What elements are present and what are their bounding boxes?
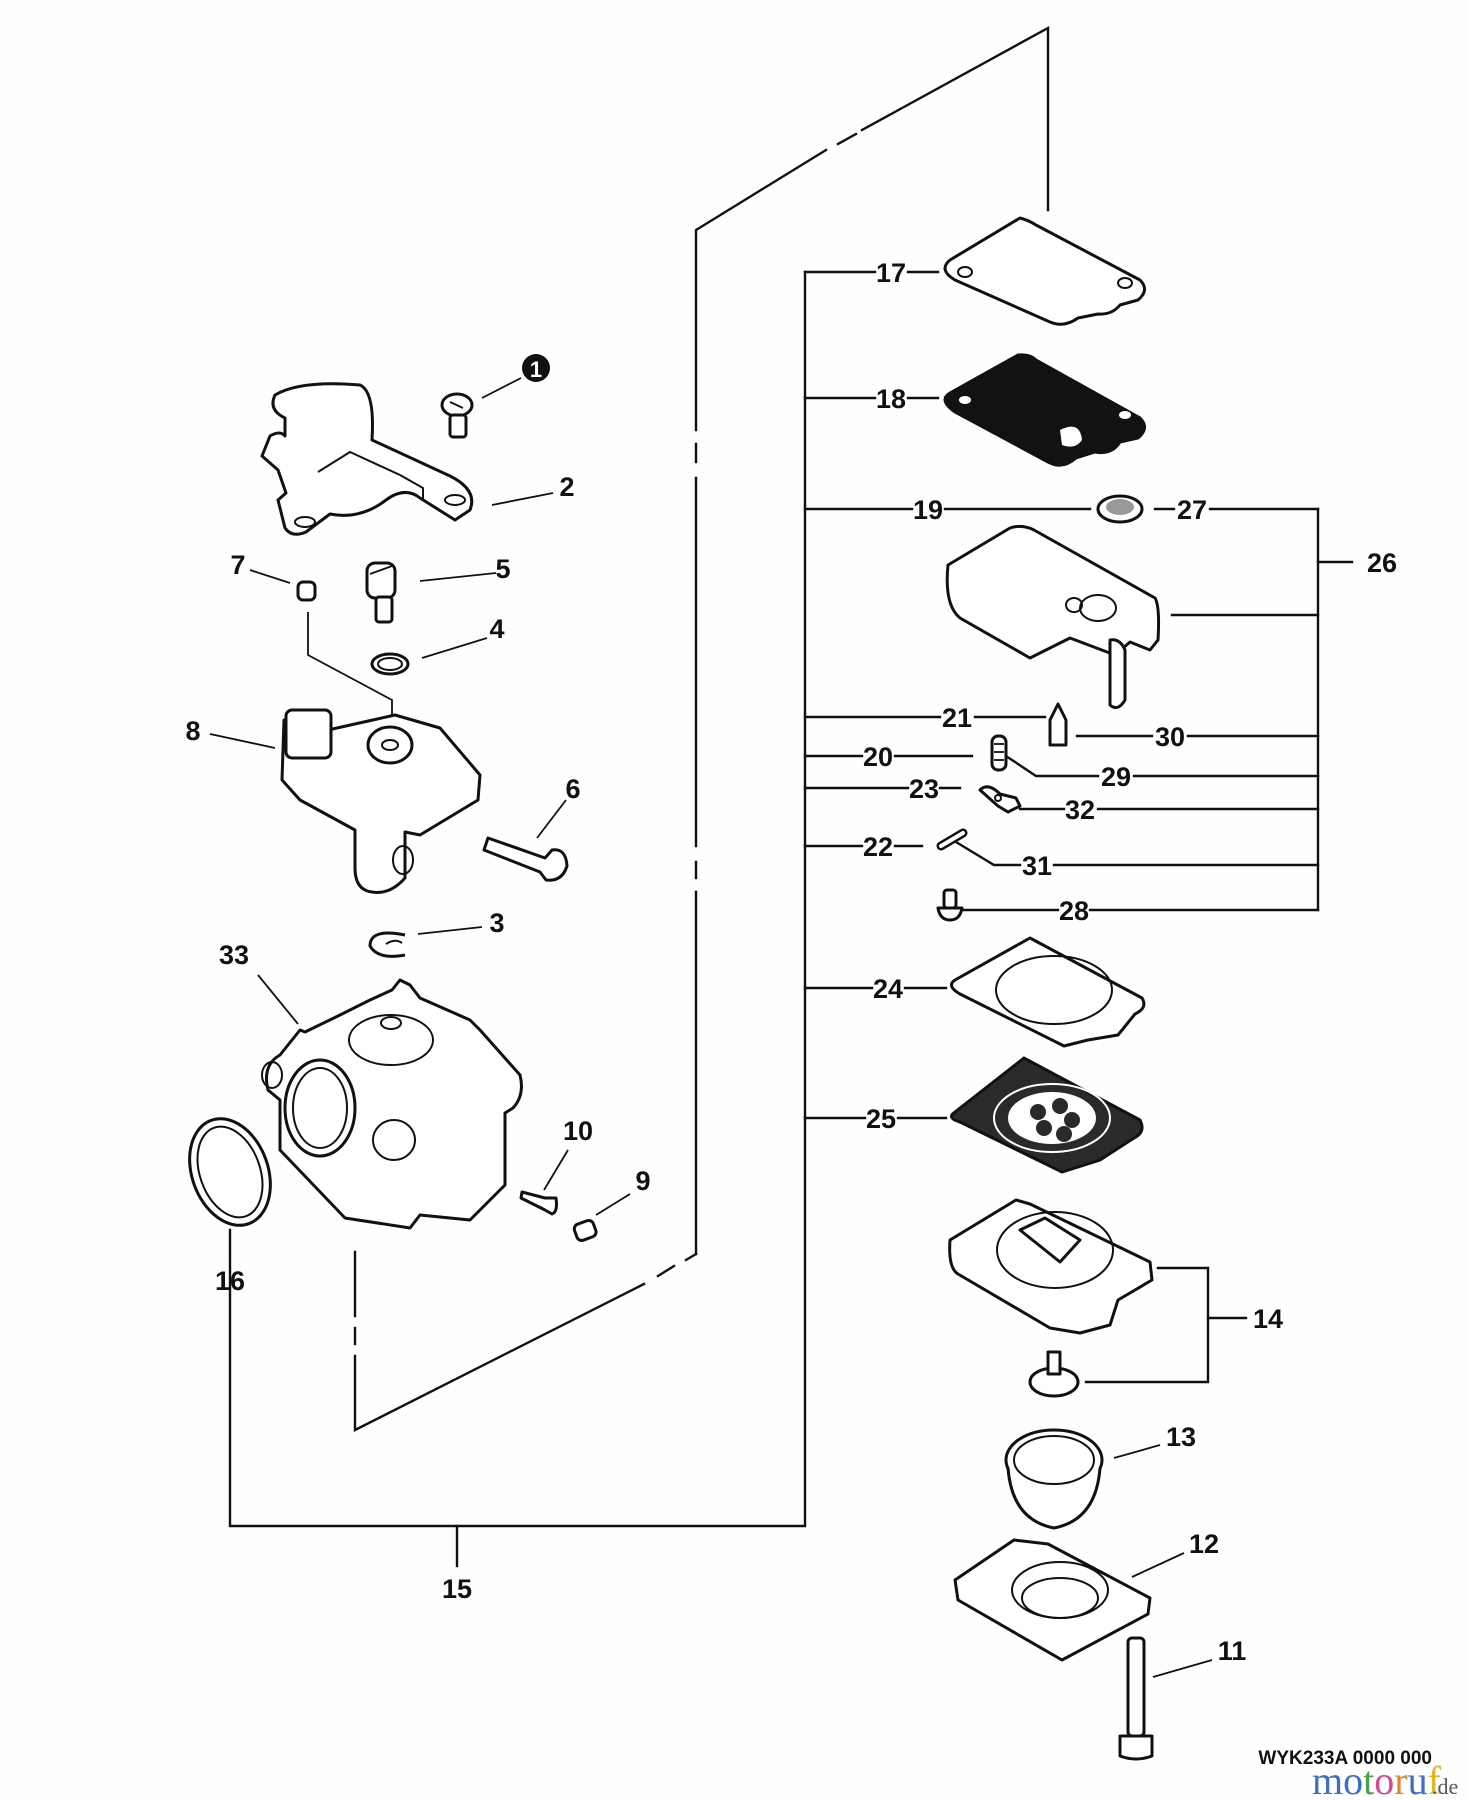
- part-18-pump-diaphragm: [943, 353, 1146, 467]
- watermark-letter: o: [1343, 1758, 1363, 1800]
- part-23-lever: [978, 785, 1022, 814]
- callout-31-label: 31: [1022, 851, 1052, 881]
- part-25-metering-diaphragm: [950, 1056, 1144, 1174]
- watermark-letter: u: [1408, 1758, 1428, 1800]
- callout-9-label: 9: [635, 1166, 650, 1196]
- part-3-e-clip: [368, 931, 406, 958]
- callout-30-label: 30: [1155, 722, 1185, 752]
- part-12-primer-cover: [953, 1538, 1152, 1662]
- callout-16-label: 16: [215, 1266, 245, 1296]
- callout-labels: 1 2 3 4 5 6 7 8 9 10 11 12 13 14 15 16 1…: [185, 258, 1397, 1666]
- callout-7-label: 7: [230, 550, 245, 580]
- callout-22-label: 22: [863, 832, 893, 862]
- callout-26-label: 26: [1367, 548, 1397, 578]
- part-8-throttle-assembly: [280, 708, 482, 894]
- part-11-screw: [1118, 1636, 1154, 1761]
- callout-18-label: 18: [876, 384, 906, 414]
- part-17-gasket: [943, 216, 1146, 326]
- callout-3-label: 3: [489, 908, 504, 938]
- watermark-logo: motoruf .de: [1312, 1758, 1458, 1800]
- callout-11-label: 11: [1218, 1636, 1247, 1666]
- part-16-seal-ring: [188, 1117, 272, 1227]
- part-5-adjuster: [365, 561, 397, 624]
- callout-33-label: 33: [219, 940, 249, 970]
- watermark-letter: f: [1428, 1758, 1442, 1800]
- part-2-bracket: [260, 382, 474, 536]
- part-10-idle-screw: [519, 1190, 558, 1216]
- callout-19-label: 19: [913, 495, 943, 525]
- part-1-screw: [440, 392, 474, 439]
- bracket-26: [954, 507, 1354, 912]
- callout-1-label: 1: [530, 357, 542, 382]
- callout-8-label: 8: [185, 716, 200, 746]
- part-33-carburetor-body: [261, 978, 523, 1230]
- part-14-metering-body: [948, 1198, 1154, 1398]
- callout-20-label: 20: [863, 742, 893, 772]
- watermark-letter: r: [1394, 1758, 1407, 1800]
- callout-23-label: 23: [909, 774, 939, 804]
- callout-15-label: 15: [442, 1574, 472, 1604]
- part-27-screen: [1096, 494, 1144, 524]
- part-28-screw: [936, 888, 964, 922]
- callout-6-label: 6: [565, 774, 580, 804]
- part-6-screw: [482, 836, 569, 882]
- callout-13-label: 13: [1166, 1422, 1196, 1452]
- watermark-suffix: .de: [1432, 1774, 1458, 1799]
- callout-32-label: 32: [1065, 795, 1095, 825]
- callout-25-label: 25: [866, 1104, 896, 1134]
- callout-28-label: 28: [1059, 896, 1089, 926]
- watermark-text: motoruf: [1312, 1758, 1442, 1800]
- watermark-letter: o: [1374, 1758, 1394, 1800]
- drawing-code: WYK233A 0000 000: [1258, 1748, 1432, 1769]
- callout-24-label: 24: [873, 974, 903, 1004]
- part-20-spring: [990, 734, 1008, 772]
- callout-29-label: 29: [1101, 762, 1131, 792]
- callout-10-label: 10: [563, 1116, 593, 1146]
- part-24-gasket: [950, 936, 1146, 1048]
- bracket-15: [228, 270, 807, 1568]
- leader-lines: [209, 377, 1213, 1678]
- bracket-kit-lines: [803, 270, 1092, 1120]
- callout-27-label: 27: [1177, 495, 1207, 525]
- part-26-pump-cover: [945, 524, 1161, 710]
- watermark-letter: m: [1312, 1758, 1343, 1800]
- callout-2-label: 2: [559, 472, 574, 502]
- callout-17-label: 17: [876, 258, 906, 288]
- watermark-letter: t: [1363, 1758, 1374, 1800]
- part-22-pin: [936, 828, 968, 851]
- callout-14-label: 14: [1253, 1304, 1283, 1334]
- part-4-o-ring: [370, 652, 410, 676]
- callout-4-label: 4: [489, 614, 504, 644]
- part-21-needle: [1048, 702, 1068, 747]
- callout-1: 1: [522, 354, 550, 382]
- part-7-cap: [296, 580, 393, 720]
- assembly-envelope-lines: [353, 25, 1050, 1432]
- callout-21-label: 21: [942, 703, 972, 733]
- callout-5-label: 5: [495, 554, 510, 584]
- callout-12-label: 12: [1189, 1529, 1219, 1559]
- part-9-plug: [572, 1218, 598, 1242]
- bracket-14: [1084, 1266, 1248, 1384]
- part-13-primer-bulb: [1004, 1428, 1104, 1530]
